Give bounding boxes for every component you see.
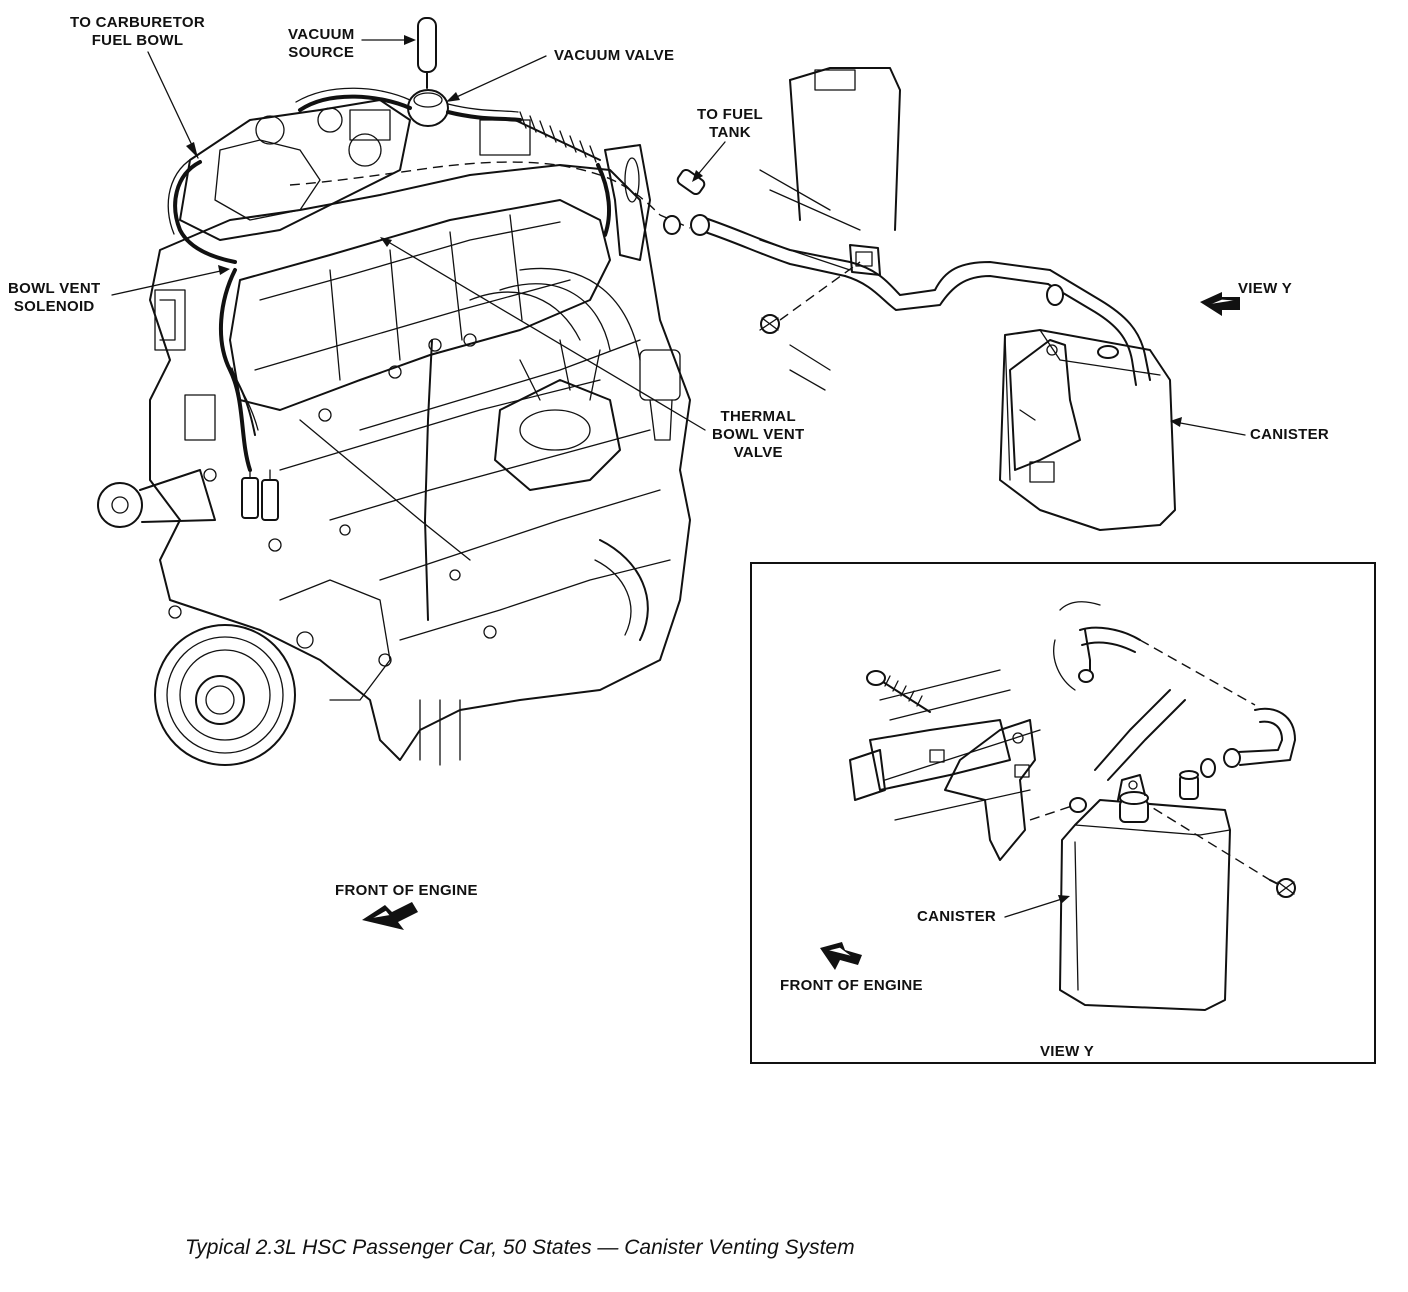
label-canister-inset: CANISTER	[917, 908, 997, 925]
vacuum-hoses	[167, 17, 1151, 386]
label-vacuum-valve: VACUUM VALVE	[554, 47, 675, 64]
label-thermal-bowl-vent-valve: THERMAL BOWL VENT VALVE	[712, 408, 805, 461]
label-canister-main: CANISTER	[1250, 426, 1330, 443]
inset-front-of-engine-arrow-icon	[820, 942, 862, 970]
label-view-y-arrow: VIEW Y	[1238, 280, 1293, 297]
label-to-carburetor-fuel-bowl: TO CARBURETOR FUEL BOWL	[70, 14, 206, 49]
front-of-engine-arrow-icon	[362, 902, 418, 930]
engine-block-illustration	[97, 99, 691, 766]
label-front-of-engine-main: FRONT OF ENGINE	[335, 882, 478, 899]
view-y-arrow-icon	[1200, 292, 1240, 316]
battery-outline	[759, 67, 901, 391]
canister-main-illustration	[999, 329, 1176, 531]
figure-caption: Typical 2.3L HSC Passenger Car, 50 State…	[185, 1236, 855, 1259]
label-view-y-title: VIEW Y	[1040, 1043, 1095, 1060]
leader-lines	[111, 35, 1246, 918]
label-front-of-engine-inset: FRONT OF ENGINE	[780, 977, 923, 994]
label-to-fuel-tank: TO FUEL TANK	[697, 106, 763, 141]
label-bowl-vent-solenoid: BOWL VENT SOLENOID	[8, 280, 101, 315]
view-y-inset-illustration	[849, 601, 1296, 1011]
label-vacuum-source: VACUUM SOURCE	[288, 26, 355, 61]
view-y-inset-frame	[750, 562, 1376, 1064]
